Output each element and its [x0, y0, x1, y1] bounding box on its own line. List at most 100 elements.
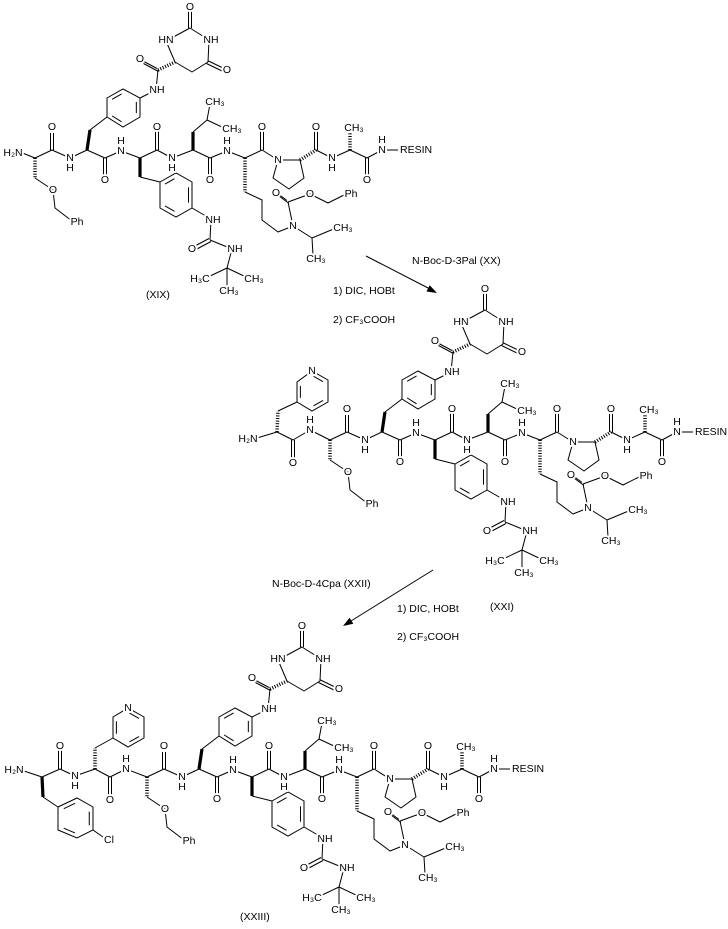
- atom-label: Ph: [366, 498, 379, 510]
- atom-label: O: [306, 188, 314, 200]
- aromatic-double-bond: [406, 375, 417, 382]
- atom-label: O: [248, 672, 256, 684]
- atom-label: N: [386, 773, 394, 785]
- atom-label: Ph: [183, 835, 196, 847]
- atom-label: O: [475, 793, 483, 805]
- atom-label: N: [518, 427, 526, 439]
- proline-ring: [567, 441, 600, 472]
- reagent-label: N-Boc-D-4Cpa (XXII): [272, 578, 371, 590]
- atom-label: O: [153, 121, 161, 133]
- atom-label: CH₃: [317, 715, 336, 727]
- atom-label: CH₃: [222, 123, 241, 135]
- condition-label: 1) DIC, HOBt: [397, 603, 459, 615]
- n-terminus-bond: [19, 151, 36, 159]
- atom-labels: O N H O N H O N H O N H O N O N H CH₃ O …: [341, 281, 728, 581]
- reagent-label: N-Boc-D-3Pal (XX): [412, 255, 501, 267]
- benzene-ring: [159, 172, 193, 218]
- arrow-head: [343, 617, 354, 626]
- atom-label: H: [178, 781, 186, 793]
- atom-label: O: [396, 456, 404, 468]
- atom-label: O: [106, 794, 114, 806]
- backbone-bonds: [329, 431, 693, 443]
- atom-label: O: [483, 525, 491, 537]
- reaction-arrow: [365, 255, 431, 290]
- atom-label: Ph: [345, 188, 358, 200]
- aph-urea-side-chain: [251, 795, 359, 906]
- stereo-hash-bond: [275, 410, 280, 433]
- atom-label: N: [569, 436, 577, 448]
- atom-label: H: [412, 417, 420, 429]
- atom-label: N: [361, 434, 369, 446]
- pyridine-ring: [296, 370, 329, 412]
- atom-label: HN: [453, 316, 468, 328]
- aromatic-double-bond: [406, 397, 417, 405]
- peptide-core: O N H O N H O N H O N H O N O N H CH₃ O …: [328, 281, 728, 581]
- atom-label: N: [335, 764, 343, 776]
- atom-label: N: [490, 763, 498, 775]
- peptide-core: O N H O N H O N H O N H O N O N H CH₃ O …: [145, 618, 546, 918]
- atom-label: NH: [444, 366, 459, 378]
- atom-label: N: [168, 152, 176, 164]
- reaction-step-2: N-Boc-D-4Cpa (XXII) 1) DIC, HOBt 2) CF₃C…: [272, 569, 459, 643]
- atom-label: CH₃: [356, 892, 375, 904]
- leu-side-chain: [304, 722, 337, 752]
- aromatic-double-bond: [111, 115, 122, 123]
- atom-label: N: [463, 434, 471, 446]
- atom-label: Ph: [640, 470, 653, 482]
- atom-label: H: [328, 162, 336, 174]
- atom-label: H: [673, 416, 681, 428]
- atom-label: N: [308, 365, 316, 377]
- atom-label: O: [607, 403, 615, 415]
- aromatic-double-bond: [276, 797, 287, 804]
- stereo-hash-bond: [157, 60, 176, 72]
- carbonyl-bonds: [50, 131, 369, 176]
- stereo-wedge-bond: [40, 776, 45, 798]
- atom-label: O: [658, 456, 666, 468]
- atom-label: O: [160, 740, 168, 752]
- atom-label: NH: [227, 243, 242, 255]
- atom-label: N: [401, 839, 409, 851]
- proline-ring: [384, 778, 417, 809]
- atom-label: N: [178, 771, 186, 783]
- atom-label: O: [335, 683, 343, 695]
- atom-label: NH: [498, 316, 513, 328]
- atom-label: O: [601, 470, 609, 482]
- condition-label: 2) CF₃COOH: [397, 631, 459, 643]
- atom-label: H: [306, 414, 314, 426]
- stereo-wedge-bond: [380, 411, 387, 433]
- atom-label: NH: [522, 525, 537, 537]
- condition-label: 1) DIC, HOBt: [333, 285, 395, 297]
- atom-label: H₂N: [238, 433, 257, 445]
- carbonyl-bonds: [345, 413, 664, 458]
- atom-label: O: [418, 807, 426, 819]
- compound-label-xxiii: (XXIII): [240, 911, 270, 923]
- aromatic-double-bond: [164, 178, 175, 185]
- atom-label: NH: [339, 862, 354, 874]
- aph-hor-side-chain: [201, 629, 337, 750]
- atom-label: CH₃: [601, 535, 620, 547]
- atom-label: H: [280, 781, 288, 793]
- resin-label: RESIN: [695, 426, 727, 438]
- atom-label: CH₃: [331, 904, 350, 916]
- atom-label: H: [168, 162, 176, 174]
- atom-label: H: [71, 780, 79, 792]
- atom-label: CH₃: [306, 253, 325, 265]
- aromatic-double-bond: [313, 375, 324, 383]
- atom-label: N: [274, 154, 282, 166]
- atom-label: NH: [317, 833, 332, 845]
- atom-label: N: [66, 152, 74, 164]
- reaction-step-1: N-Boc-D-3Pal (XX) 1) DIC, HOBt 2) CF₃COO…: [333, 255, 501, 326]
- aromatic-double-bond: [129, 712, 140, 719]
- atom-label: O: [518, 346, 526, 358]
- atom-label: CH₃: [500, 378, 519, 390]
- atom-label: H: [122, 753, 130, 765]
- atom-label: O: [553, 403, 561, 415]
- aromatic-double-bond: [459, 460, 470, 467]
- aromatic-double-bond: [313, 400, 324, 407]
- compound-label-xxi: (XXI): [490, 601, 514, 613]
- atom-label: O: [344, 466, 352, 478]
- atom-label: H: [66, 162, 74, 174]
- chlorophenyl-ring: [57, 797, 94, 839]
- atom-label: O: [298, 620, 306, 632]
- aph-urea-side-chain: [139, 176, 247, 287]
